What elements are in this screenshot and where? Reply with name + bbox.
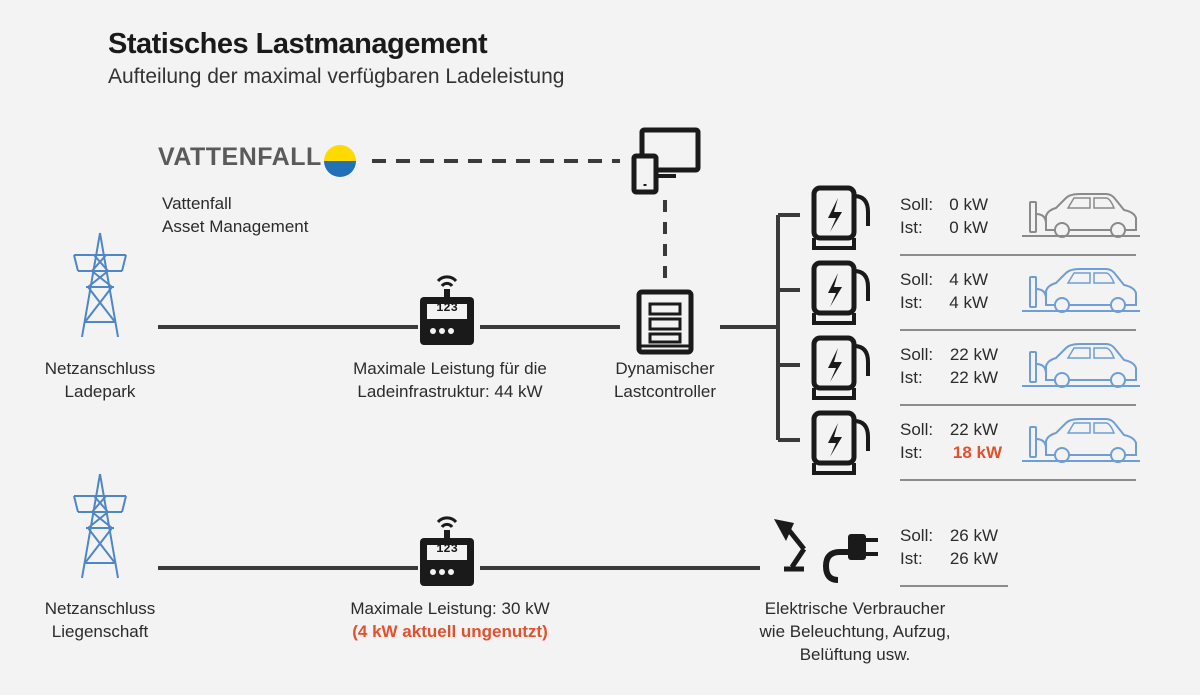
grid-bottom-caption: Netzanschluss Liegenschaft [44,599,156,641]
car-icon [1021,343,1141,388]
consumer-readout: Soll:26 kW Ist:26 kW [900,526,998,568]
ev-charger-icon [814,263,868,323]
plug-icon [822,534,878,583]
ev-charger-icon [814,413,868,473]
grid-top-caption: Netzanschluss Ladepark [44,359,156,401]
meter-display-bottom: 123 [436,542,458,556]
meter-top-caption: Maximale Leistung für die Ladeinfrastruk… [353,359,547,401]
vattenfall-wordmark: VATTENFALL [158,143,322,171]
power-tower-icon [73,232,127,338]
ev-charger-icon [814,338,868,398]
consumers-caption: Elektrische Verbraucher wie Beleuchtung,… [759,599,951,664]
page-subtitle: Aufteilung der maximal verfügbaren Ladel… [108,65,565,88]
load-controller-icon [639,292,691,352]
ev-charger-icon [814,188,868,248]
meter-display-top: 123 [436,301,458,315]
ist-value-highlight: 18 kW [952,443,1002,462]
controller-caption: Dynamischer Lastcontroller [613,359,717,401]
charger-readout-3: Soll:22 kW Ist:22 kW [900,345,998,387]
car-icon [1021,268,1141,313]
brand-caption: Vattenfall Asset Management [162,194,309,236]
car-icon [1021,193,1141,238]
monitor-icon [631,127,701,195]
charger-readout-2: Soll:4 kW Ist:4 kW [900,270,988,312]
car-icon [1021,418,1141,463]
page-title: Statisches Lastmanagement [108,28,488,60]
charger-readout-1: Soll:0 kW Ist:0 kW [900,195,988,237]
vattenfall-logo-icon [324,145,356,177]
meter-bottom-caption: Maximale Leistung: 30 kW (4 kW aktuell u… [310,597,590,643]
unused-capacity-note: (4 kW aktuell ungenutzt) [352,622,548,641]
charger-readout-4: Soll:22 kW Ist:18 kW [900,420,1002,462]
power-tower-icon [73,473,127,579]
lamp-icon [774,519,807,572]
